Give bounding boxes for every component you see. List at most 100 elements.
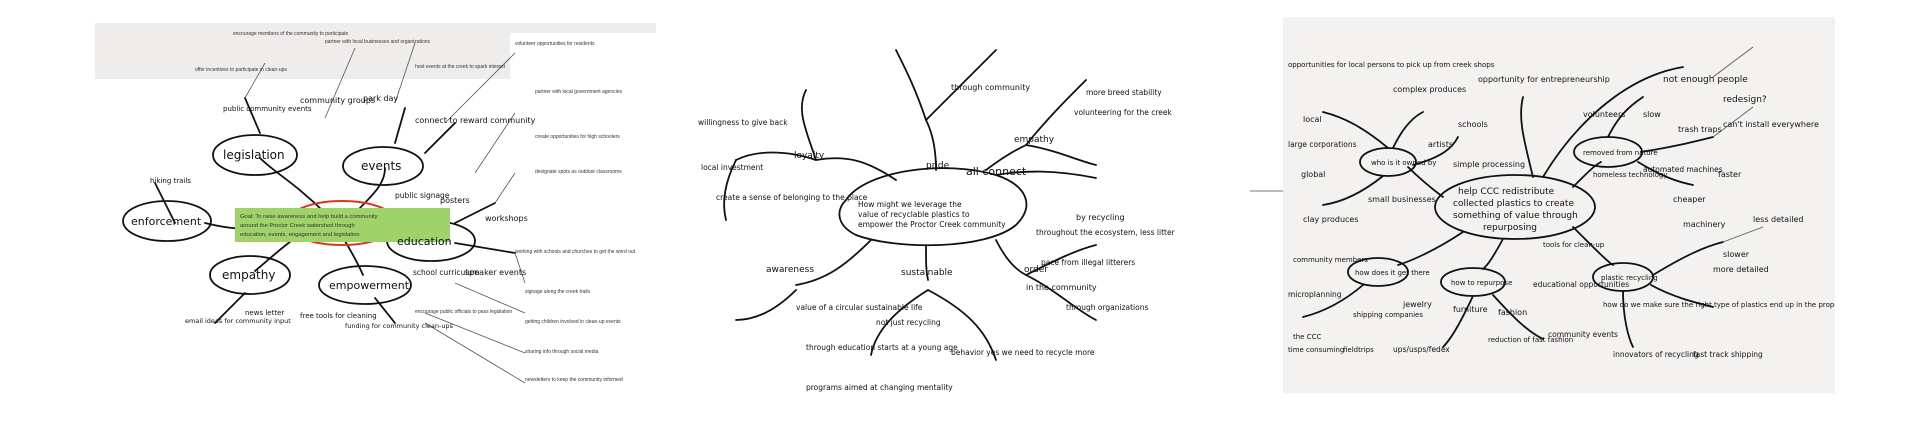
center-line-3: something of value through — [1453, 211, 1578, 221]
label-local: local — [1303, 115, 1322, 124]
label-empathy: empathy — [1014, 135, 1055, 145]
connector — [735, 151, 817, 161]
leader-line — [324, 47, 356, 119]
mindmap-2-drawing: How might we leverage the value of recyc… — [698, 49, 1176, 392]
connector — [735, 289, 797, 321]
label-education-young: through education starts at a young age — [806, 343, 958, 352]
connector — [1492, 294, 1544, 340]
question-line-2: value of recyclable plastics to — [858, 210, 970, 219]
note-item: host events at the creek to spark intere… — [415, 64, 506, 70]
label-programs: programs aimed at changing mentality — [806, 383, 953, 392]
note-item: getting children involved in clean-up ev… — [525, 319, 621, 325]
label-more-breed: more breed stability — [1086, 88, 1162, 97]
label-school-curriculum: school curriculum — [413, 268, 479, 277]
connector — [925, 244, 929, 281]
connector — [1637, 161, 1694, 186]
label-furniture: furniture — [1453, 305, 1488, 314]
connector — [1640, 136, 1714, 153]
leader-line — [424, 322, 526, 384]
label-time-consuming: time consuming — [1288, 346, 1344, 354]
note-item: working with schools and churches to get… — [515, 249, 636, 255]
label-plastic-recycling: plastic recycling — [1601, 274, 1658, 282]
label-volunteering: volunteering for the creek — [1074, 108, 1173, 117]
label-opportunities-local: opportunities for local persons to pick … — [1288, 61, 1495, 69]
label-fashion: fashion — [1498, 308, 1527, 317]
label-cheaper: cheaper — [1673, 195, 1706, 204]
label-who-is-it-owned: who is it owned by — [1371, 159, 1436, 167]
label-automated-machines: automated machines — [1643, 165, 1723, 174]
label-complex-produces: complex produces — [1393, 85, 1466, 94]
connector — [895, 49, 927, 121]
label-large-corporations: large corporations — [1288, 140, 1357, 149]
leader-line — [244, 62, 266, 99]
note-item: signage along the creek trails — [525, 289, 591, 295]
label-events: events — [361, 159, 401, 173]
label-community-events: community events — [1548, 330, 1618, 339]
center-line-4: repurposing — [1483, 223, 1537, 233]
connector — [454, 242, 516, 254]
label-the-ccc: the CCC — [1293, 333, 1321, 341]
leader-line — [1712, 106, 1754, 138]
leader-line — [1722, 226, 1764, 243]
leader-line — [454, 282, 526, 314]
connector — [394, 107, 406, 144]
mindmap-1-drawing: Goal: To raise awareness and help build … — [95, 31, 656, 401]
note-item: create opportunities for high schoolers — [535, 134, 620, 140]
label-all-connect: all connect — [966, 165, 1027, 178]
node-empathy — [209, 255, 291, 295]
center-loop — [838, 167, 1028, 247]
label-schools: schools — [1458, 120, 1488, 129]
node-legislation — [212, 134, 298, 176]
label-not-enough-people: not enough people — [1663, 75, 1748, 85]
label-posters: posters — [440, 196, 470, 205]
mindmap-photo-3: help CCC redistribute collected plastics… — [1283, 17, 1835, 393]
mindmap-3-drawing: help CCC redistribute collected plastics… — [1288, 46, 1835, 359]
center-line-1: help CCC redistribute — [1458, 187, 1555, 197]
center-line-2: collected plastics to create — [1453, 199, 1574, 209]
label-opportunity-entrepreneurship: opportunity for entrepreneurship — [1478, 75, 1610, 84]
connector — [795, 239, 872, 286]
label-behavior: behavior yes we need to recycle more — [951, 348, 1095, 357]
label-tools-clean: tools for clean-up — [1543, 241, 1605, 249]
connector — [1572, 226, 1614, 266]
note-item: partner with local businesses and organi… — [325, 39, 431, 45]
label-how-to-repurpose: how to repurpose — [1451, 279, 1512, 287]
center-note-line-2: around the Proctor Creek watershed throu… — [240, 223, 355, 229]
label-value-circular: value of a circular sustainable life — [796, 303, 923, 312]
label-newsletter: news letter — [245, 309, 284, 317]
connector — [1542, 66, 1684, 178]
connector — [1025, 274, 1097, 321]
connector — [870, 289, 929, 356]
label-local-investment: local investment — [701, 163, 763, 172]
connector — [1607, 96, 1644, 138]
label-funding: funding for community clean-ups — [345, 322, 454, 330]
label-pride: pride — [926, 161, 950, 171]
label-not-just-recycling: not just recycling — [876, 318, 941, 327]
note-item: partner with local government agencies — [535, 89, 622, 95]
node-events — [342, 146, 424, 186]
label-fast-track: fast track shipping — [1693, 350, 1763, 359]
label-by-recycling: by recycling — [1076, 213, 1125, 222]
label-simple-processing: simple processing — [1453, 160, 1525, 169]
connector — [995, 170, 1097, 179]
center-note-line-1: Goal: To raise awareness and help build … — [240, 214, 378, 220]
note-item: encourage public officials to pass legis… — [415, 309, 512, 315]
label-speaker-events: speaker events — [465, 268, 526, 277]
connector — [815, 157, 897, 181]
label-removed-from-nature: removed from nature — [1583, 149, 1658, 157]
label-volunteers: volunteers — [1583, 110, 1625, 119]
note-item: sharing info through social media — [525, 349, 599, 355]
label-awareness: awareness — [766, 265, 814, 275]
mindmap-photo-1: Goal: To raise awareness and help build … — [95, 23, 656, 401]
label-machinery: machinery — [1683, 220, 1726, 229]
node-empowerment — [318, 265, 412, 305]
label-create-sense: create a sense of belonging to the place — [716, 193, 868, 202]
label-homeless-technology: homeless technology — [1593, 171, 1667, 179]
question-line-3: empower the Proctor Creek community — [858, 220, 1006, 229]
note-list: encourage members of the community to pa… — [195, 31, 636, 383]
label-willingness: willingness to give back — [698, 118, 788, 127]
label-jewelry: jewelry — [1402, 300, 1432, 309]
connector — [424, 122, 456, 154]
label-public-community-events: public community events — [223, 105, 312, 113]
connector — [1652, 241, 1724, 276]
